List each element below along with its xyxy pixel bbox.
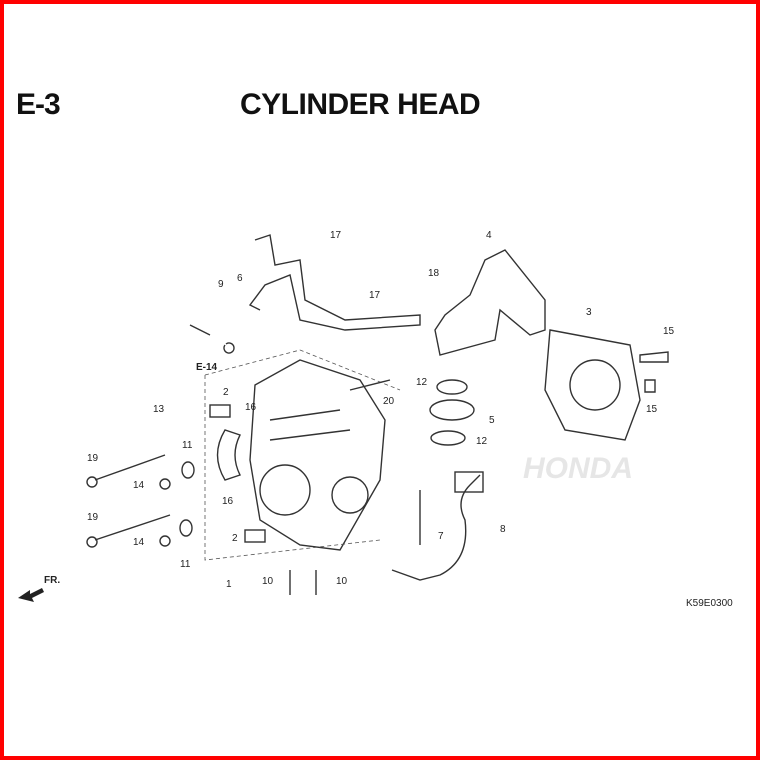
bracket [248, 234, 421, 331]
callout-17: 17 [369, 290, 381, 301]
callout-12: 12 [416, 377, 428, 388]
callout-7: 7 [438, 531, 444, 542]
callout-9: 9 [218, 279, 224, 290]
section-code: E-3 [16, 88, 61, 121]
callout-16: 16 [245, 402, 257, 413]
callout-19: 19 [87, 453, 99, 464]
callout-20: 20 [383, 396, 395, 407]
callout-8: 8 [500, 524, 506, 535]
callout-e14: E-14 [196, 362, 218, 373]
spark-plug-and-o2-sensor [391, 474, 481, 581]
callout-12: 12 [476, 436, 488, 447]
callout-18: 18 [428, 268, 440, 279]
assembly-outline [204, 349, 401, 561]
callout-14: 14 [133, 480, 145, 491]
nut [159, 478, 171, 490]
dowel-pins [289, 379, 391, 595]
callout-11: 11 [180, 559, 191, 570]
callout-labels: 17 4 18 6 17 9 3 15 E-14 12 2 13 16 20 5… [87, 230, 675, 590]
dowel [639, 351, 669, 393]
o-ring [436, 379, 468, 395]
callout-11: 11 [182, 440, 193, 451]
collar [244, 529, 266, 543]
callout-3: 3 [586, 307, 592, 318]
callout-6: 6 [237, 273, 243, 284]
gasket-bore [569, 359, 621, 411]
callout-2: 2 [223, 387, 229, 398]
bolt [94, 454, 171, 541]
washer [181, 461, 195, 479]
sensor [189, 324, 235, 354]
callout-2: 2 [232, 533, 238, 544]
front-marker-label: FR. [44, 575, 60, 586]
connector [454, 471, 484, 493]
callout-16: 16 [222, 496, 234, 507]
bolt-head [86, 476, 98, 488]
callout-15: 15 [646, 404, 658, 415]
cylinder-head [216, 359, 386, 551]
honda-watermark: HONDA [523, 452, 633, 485]
nut [159, 535, 171, 547]
callout-10: 10 [336, 576, 348, 587]
diagram-code: K59E0300 [686, 598, 733, 609]
collar [209, 404, 231, 418]
callout-14: 14 [133, 537, 145, 548]
page-title: CYLINDER HEAD [240, 88, 481, 121]
insulator [429, 399, 475, 421]
callout-4: 4 [486, 230, 492, 241]
callout-5: 5 [489, 415, 495, 426]
cylinder-gasket [544, 329, 641, 441]
bolt-head [86, 536, 98, 548]
callout-15: 15 [663, 326, 675, 337]
callout-19: 19 [87, 512, 99, 523]
intake-pipe [434, 249, 546, 356]
washer [179, 519, 193, 537]
o-ring [430, 430, 466, 446]
callout-1: 1 [226, 579, 232, 590]
callout-10: 10 [262, 576, 274, 587]
callout-17: 17 [330, 230, 342, 241]
callout-13: 13 [153, 404, 165, 415]
front-arrow-icon [18, 588, 44, 602]
